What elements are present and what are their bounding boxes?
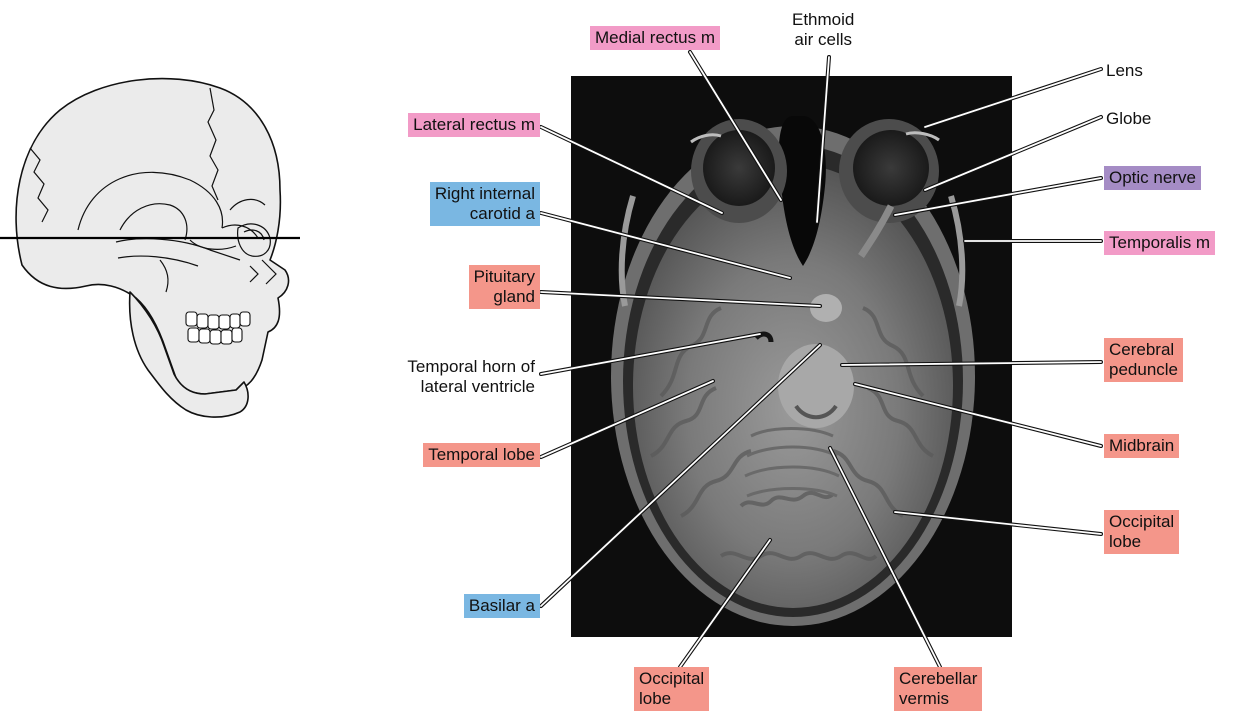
label-pituitary-gland: Pituitary gland	[469, 265, 540, 309]
label-cerebellar-vermis: Cerebellar vermis	[894, 667, 982, 711]
label-right-internal-carotid: Right internal carotid a	[430, 182, 540, 226]
label-medial-rectus: Medial rectus m	[590, 26, 720, 50]
label-ethmoid-air-cells: Ethmoid air cells	[787, 8, 859, 52]
label-temporalis: Temporalis m	[1104, 231, 1215, 255]
label-lens: Lens	[1101, 59, 1148, 83]
label-lateral-rectus: Lateral rectus m	[408, 113, 540, 137]
label-occipital-lobe-right: Occipital lobe	[1104, 510, 1179, 554]
label-optic-nerve: Optic nerve	[1104, 166, 1201, 190]
label-temporal-lobe: Temporal lobe	[423, 443, 540, 467]
label-basilar-artery: Basilar a	[464, 594, 540, 618]
label-occipital-lobe-bottom: Occipital lobe	[634, 667, 709, 711]
label-temporal-horn: Temporal horn of lateral ventricle	[402, 355, 540, 399]
label-globe: Globe	[1101, 107, 1156, 131]
label-cerebral-peduncle: Cerebral peduncle	[1104, 338, 1183, 382]
label-midbrain: Midbrain	[1104, 434, 1179, 458]
